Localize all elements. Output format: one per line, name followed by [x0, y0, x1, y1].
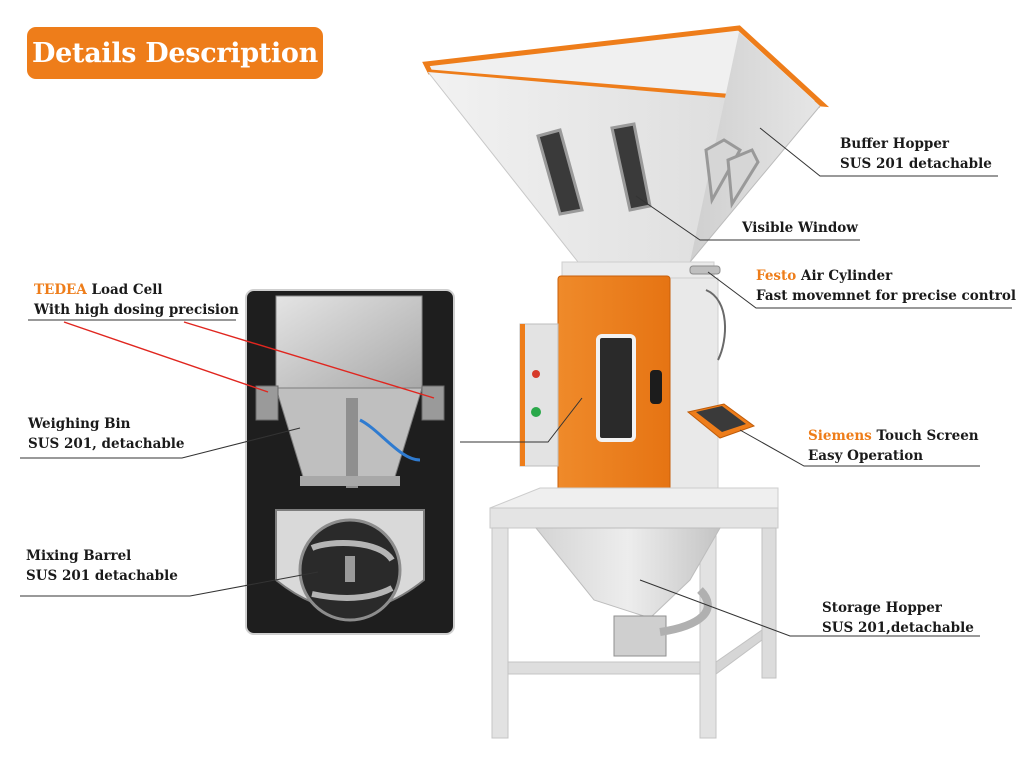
- callout-weighing-bin: Weighing Bin SUS 201, detachable: [28, 414, 185, 454]
- inset-inner-view: [245, 289, 455, 635]
- air-hose: [359, 418, 421, 462]
- load-cell-pointers: [63, 321, 435, 399]
- callout-subtitle: SUS 201 detachable: [26, 568, 178, 584]
- brand-name: TEDEA: [34, 282, 87, 298]
- leader-weighing-bin: [20, 427, 301, 459]
- mixing-blade: [310, 540, 395, 601]
- leader-storage-hopper: [639, 579, 980, 637]
- callout-air-cylinder: Festo Air Cylinder Fast movemnet for pre…: [756, 266, 1016, 306]
- callout-subtitle: With high dosing precision: [34, 302, 239, 318]
- air-cylinder: [689, 265, 721, 275]
- callout-title: Festo Air Cylinder: [756, 266, 1016, 286]
- door-handle: [650, 370, 662, 404]
- callout-subtitle: SUS 201 detachable: [840, 156, 992, 172]
- touch-screen-display: [696, 406, 746, 432]
- callout-buffer-hopper: Buffer Hopper SUS 201 detachable: [840, 134, 992, 174]
- callout-touch-screen: Siemens Touch Screen Easy Operation: [808, 426, 979, 466]
- leader-touch-screen: [739, 429, 980, 467]
- callout-subtitle: Easy Operation: [808, 448, 924, 464]
- callout-title-rest: Air Cylinder: [796, 268, 893, 284]
- callout-title: Buffer Hopper: [840, 136, 950, 152]
- control-box: [519, 323, 559, 467]
- callout-title: Storage Hopper: [822, 600, 942, 616]
- storage-stand: [491, 527, 777, 739]
- weighing-bin-upper: [275, 295, 423, 389]
- callout-mixing-barrel: Mixing Barrel SUS 201 detachable: [26, 546, 178, 586]
- leader-mixing-barrel: [20, 571, 319, 597]
- sight-window-4: [726, 148, 760, 209]
- stand-leg-front-left: [491, 527, 509, 739]
- load-cell-left: [255, 385, 279, 421]
- callout-visible-window: Visible Window: [742, 218, 858, 238]
- callout-title: Mixing Barrel: [26, 548, 132, 564]
- stand-leg-back-right: [761, 527, 777, 679]
- callout-subtitle: Fast movemnet for precise control: [756, 288, 1017, 304]
- hopper-side-face: [690, 32, 820, 262]
- callout-storage-hopper: Storage Hopper SUS 201,detachable: [822, 598, 974, 638]
- load-cell-right: [421, 385, 445, 421]
- callout-title: Siemens Touch Screen: [808, 426, 979, 446]
- door-window: [596, 334, 636, 442]
- sight-window-1: [536, 128, 584, 216]
- green-button: [531, 407, 541, 417]
- leader-inset: [460, 397, 583, 443]
- leader-air-cylinder: [707, 271, 1012, 309]
- brand-name: Festo: [756, 268, 797, 284]
- callout-title: TEDEA Load Cell: [34, 280, 239, 300]
- callout-title-rest: Load Cell: [86, 282, 163, 298]
- buffer-hopper: [422, 25, 830, 263]
- stand-crossbar: [507, 661, 701, 675]
- callout-title: Visible Window: [742, 220, 858, 236]
- callout-subtitle: SUS 201, detachable: [28, 436, 185, 452]
- base-top: [489, 487, 779, 509]
- leader-buffer-hopper: [759, 127, 998, 177]
- callout-title: Weighing Bin: [28, 416, 131, 432]
- callout-subtitle: SUS 201,detachable: [822, 620, 974, 636]
- discharge-outlet: [613, 615, 667, 657]
- leader-visible-window: [635, 195, 860, 241]
- brand-name: Siemens: [808, 428, 872, 444]
- red-indicator-light: [532, 370, 540, 378]
- main-body: [489, 261, 779, 529]
- page-title: Details Description: [27, 27, 323, 79]
- callout-load-cell: TEDEA Load Cell With high dosing precisi…: [34, 280, 239, 320]
- sight-window-3: [704, 138, 743, 205]
- body-side-panel: [667, 277, 719, 507]
- leader-lines: [20, 127, 1012, 637]
- callout-title-rest: Touch Screen: [871, 428, 979, 444]
- storage-hopper-cone: [534, 527, 721, 619]
- hopper-rim: [422, 25, 830, 108]
